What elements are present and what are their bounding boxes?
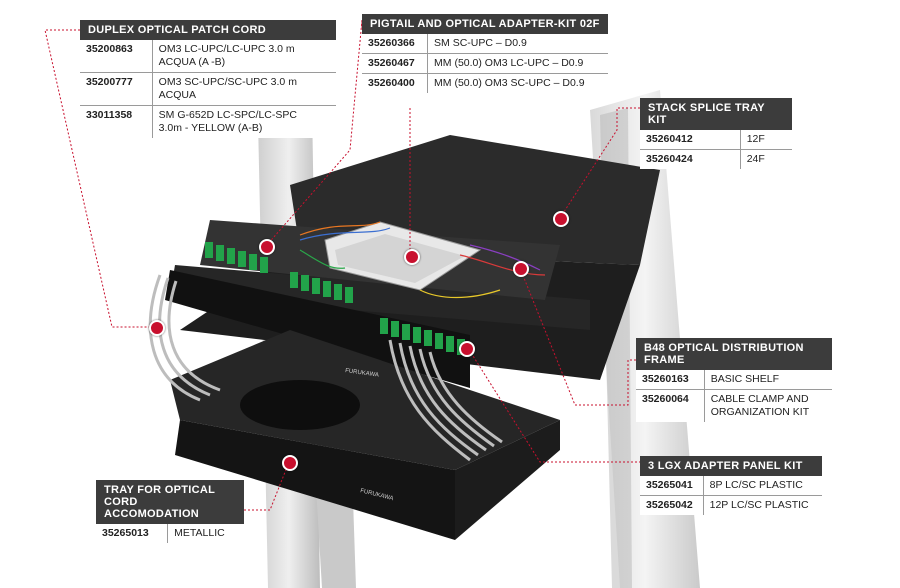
callout-title: B48 OPTICAL DISTRIBUTION FRAME (636, 338, 832, 370)
callout-title: STACK SPLICE TRAY KIT (640, 98, 792, 130)
callout-cord-tray: TRAY FOR OPTICAL CORD ACCOMODATION 35265… (96, 480, 244, 543)
table-row: 33011358 SM G-652D LC-SPC/LC-SPC 3.0m - … (80, 105, 336, 138)
marker-pigtail[interactable] (259, 239, 275, 255)
callout-frame: B48 OPTICAL DISTRIBUTION FRAME 35260163 … (636, 338, 832, 422)
product-code: 35260064 (636, 389, 705, 422)
product-code: 35265042 (640, 495, 704, 515)
marker-cord-tray[interactable] (282, 455, 298, 471)
callout-pigtail: PIGTAIL AND OPTICAL ADAPTER-KIT 02F 3526… (362, 14, 608, 93)
table-row: 35265042 12P LC/SC PLASTIC (640, 495, 822, 515)
product-code: 35260400 (362, 73, 429, 93)
product-desc: 12P LC/SC PLASTIC (709, 499, 809, 511)
product-desc: 12F (740, 130, 792, 150)
product-code: 35200863 (80, 40, 153, 73)
product-desc: OM3 LC-UPC/LC-UPC 3.0 m ACQUA (A -B) (152, 40, 336, 73)
marker-splice-tray[interactable] (404, 249, 420, 265)
product-desc: METALLIC (174, 527, 225, 539)
product-code: 35265041 (640, 476, 704, 496)
table-row: 35260366 SM SC-UPC – D0.9 (362, 34, 608, 54)
table-row: 35260412 12F (640, 130, 792, 150)
table-row: 35260163 BASIC SHELF (636, 370, 832, 390)
product-code: 35260163 (636, 370, 705, 390)
table-row: 35200863 OM3 LC-UPC/LC-UPC 3.0 m ACQUA (… (80, 40, 336, 73)
callout-patch-cord: DUPLEX OPTICAL PATCH CORD 35200863 OM3 L… (80, 20, 336, 138)
marker-patch-cord[interactable] (149, 320, 165, 336)
product-code: 35260412 (640, 130, 741, 150)
table-row: 35200777 OM3 SC-UPC/SC-UPC 3.0 m ACQUA (80, 72, 336, 106)
marker-adapter-panel[interactable] (459, 341, 475, 357)
product-code: 35260467 (362, 53, 429, 74)
product-desc: 24F (746, 153, 765, 165)
callout-title: TRAY FOR OPTICAL CORD ACCOMODATION (96, 480, 244, 524)
table-row: 35260064 CABLE CLAMP AND ORGANIZATION KI… (636, 389, 832, 422)
product-desc: 8P LC/SC PLASTIC (703, 476, 822, 496)
product-code: 35260366 (362, 34, 429, 54)
table-row: 35265013 METALLIC (96, 524, 244, 543)
cord-tray (170, 330, 560, 540)
product-desc: OM3 SC-UPC/SC-UPC 3.0 m ACQUA (152, 72, 336, 106)
callout-splice-tray: STACK SPLICE TRAY KIT 35260412 12F 35260… (640, 98, 792, 169)
callout-adapter-panel: 3 LGX ADAPTER PANEL KIT 35265041 8P LC/S… (640, 456, 822, 515)
product-desc: SM G-652D LC-SPC/LC-SPC 3.0m - YELLOW (A… (158, 109, 297, 134)
product-desc: MM (50.0) OM3 LC-UPC – D0.9 (427, 53, 608, 74)
product-desc: CABLE CLAMP AND ORGANIZATION KIT (710, 393, 810, 418)
product-code: 35265013 (96, 524, 169, 543)
marker-frame[interactable] (513, 261, 529, 277)
patch-cords (148, 274, 503, 462)
callout-title: PIGTAIL AND OPTICAL ADAPTER-KIT 02F (362, 14, 608, 34)
product-code: 33011358 (80, 105, 153, 138)
product-code: 35260424 (640, 149, 741, 169)
product-code: 35200777 (80, 72, 153, 106)
callout-title: DUPLEX OPTICAL PATCH CORD (80, 20, 336, 40)
product-desc: MM (50.0) OM3 SC-UPC – D0.9 (434, 77, 585, 89)
table-row: 35265041 8P LC/SC PLASTIC (640, 476, 822, 496)
brand-label-front: FURUKAWA (345, 368, 379, 379)
table-row: 35260400 MM (50.0) OM3 SC-UPC – D0.9 (362, 73, 608, 93)
callout-title: 3 LGX ADAPTER PANEL KIT (640, 456, 822, 476)
marker-frame-right[interactable] (553, 211, 569, 227)
product-desc: BASIC SHELF (704, 370, 832, 390)
adapter-panel-green (205, 242, 465, 355)
product-desc: SM SC-UPC – D0.9 (427, 34, 608, 54)
table-row: 35260467 MM (50.0) OM3 LC-UPC – D0.9 (362, 53, 608, 74)
splice-tray (324, 221, 482, 291)
table-row: 35260424 24F (640, 149, 792, 169)
fiber-bundle (299, 221, 546, 299)
